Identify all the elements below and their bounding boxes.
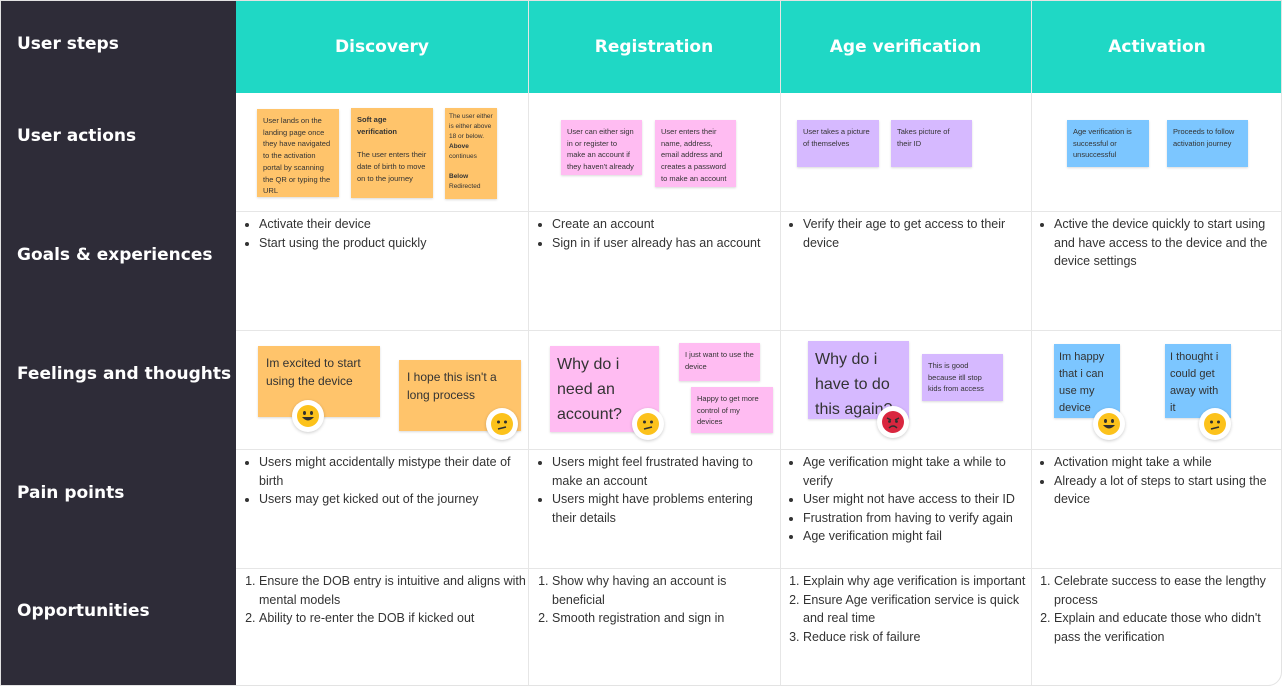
pain-age: Age verification might take a while to v… xyxy=(785,453,1029,567)
confused-face-icon xyxy=(1199,408,1231,440)
list-item: Users might accidentally mistype their d… xyxy=(259,453,526,490)
sticky-note[interactable]: Takes picture of their ID xyxy=(891,120,972,167)
divider xyxy=(236,211,1281,212)
column-activation: Activation xyxy=(1108,37,1206,57)
column-header-bar xyxy=(236,1,1281,93)
divider xyxy=(528,1,529,685)
sticky-note[interactable]: User takes a picture of themselves xyxy=(797,120,879,167)
list-item: Explain why age verification is importan… xyxy=(803,572,1029,591)
opportunities-discovery: Ensure the DOB entry is intuitive and al… xyxy=(241,572,526,685)
sticky-note[interactable]: User lands on the landing page once they… xyxy=(257,109,339,197)
list-item: Reduce risk of failure xyxy=(803,628,1029,647)
note-text: continues xyxy=(449,153,477,160)
goals-discovery: Activate their device Start using the pr… xyxy=(241,215,526,329)
opportunities-age: Explain why age verification is importan… xyxy=(785,572,1029,685)
sticky-note[interactable]: Why do i need an account? xyxy=(550,346,659,432)
list-item: Users might have problems entering their… xyxy=(552,490,778,527)
list-item: Age verification might fail xyxy=(803,527,1029,546)
list-item: Users may get kicked out of the journey xyxy=(259,490,526,509)
opportunities-registration: Show why having an account is beneficial… xyxy=(534,572,778,685)
list-item: Start using the product quickly xyxy=(259,234,526,253)
angry-face-icon xyxy=(877,406,909,438)
row-label-user-actions: User actions xyxy=(17,126,137,146)
confused-face-icon xyxy=(486,408,518,440)
sticky-note[interactable]: I thought i could get away with it xyxy=(1165,344,1231,418)
list-item: Create an account xyxy=(552,215,778,234)
pain-registration: Users might feel frustrated having to ma… xyxy=(534,453,778,567)
note-title: Soft age verification xyxy=(357,115,398,136)
note-body: The user enters their date of birth to m… xyxy=(357,150,427,183)
column-age-verification: Age verification xyxy=(829,37,982,57)
row-label-opportunities: Opportunities xyxy=(17,601,150,621)
list-item: Verify their age to get access to their … xyxy=(803,215,1029,252)
happy-face-icon xyxy=(1093,408,1125,440)
divider xyxy=(1031,1,1032,685)
sticky-note[interactable]: Im happy that i can use my device xyxy=(1054,344,1120,418)
row-label-goals: Goals & experiences xyxy=(17,245,213,265)
goals-age: Verify their age to get access to their … xyxy=(785,215,1029,329)
column-discovery: Discovery xyxy=(335,37,429,57)
note-label: Above xyxy=(449,143,469,150)
sticky-note[interactable]: The user either is either above 18 or be… xyxy=(445,108,497,199)
sticky-note[interactable]: User can either sign in or register to m… xyxy=(561,120,642,175)
confused-face-icon xyxy=(632,408,664,440)
sticky-note[interactable]: Age verification is successful or unsucc… xyxy=(1067,120,1149,167)
list-item: Ensure Age verification service is quick… xyxy=(803,591,1029,628)
row-label-feelings: Feelings and thoughts xyxy=(17,364,232,384)
note-text: The user either is either above 18 or be… xyxy=(449,113,493,140)
list-item: User might not have access to their ID xyxy=(803,490,1029,509)
pain-activation: Activation might take a while Already a … xyxy=(1036,453,1281,567)
opportunities-activation: Celebrate success to ease the lengthy pr… xyxy=(1036,572,1281,685)
happy-face-icon xyxy=(292,400,324,432)
row-label-user-steps: User steps xyxy=(17,34,119,54)
sticky-note[interactable]: Happy to get more control of my devices xyxy=(691,387,773,433)
list-item: Frustration from having to verify again xyxy=(803,509,1029,528)
sticky-note[interactable]: User enters their name, address, email a… xyxy=(655,120,736,187)
list-item: Ensure the DOB entry is intuitive and al… xyxy=(259,572,526,609)
sticky-note[interactable]: Soft age verification The user enters th… xyxy=(351,108,433,198)
sticky-note[interactable]: I just want to use the device xyxy=(679,343,760,381)
divider xyxy=(236,568,1281,569)
goals-registration: Create an account Sign in if user alread… xyxy=(534,215,778,329)
list-item: Ability to re-enter the DOB if kicked ou… xyxy=(259,609,526,628)
list-item: Already a lot of steps to start using th… xyxy=(1054,472,1281,509)
divider xyxy=(780,1,781,685)
list-item: Age verification might take a while to v… xyxy=(803,453,1029,490)
sticky-note[interactable]: Im excited to start using the device xyxy=(258,346,380,417)
list-item: Users might feel frustrated having to ma… xyxy=(552,453,778,490)
row-label-pain-points: Pain points xyxy=(17,483,125,503)
list-item: Active the device quickly to start using… xyxy=(1054,215,1281,271)
goals-activation: Active the device quickly to start using… xyxy=(1036,215,1281,329)
list-item: Activation might take a while xyxy=(1054,453,1281,472)
row-labels-sidebar: User steps User actions Goals & experien… xyxy=(1,1,236,685)
list-item: Activate their device xyxy=(259,215,526,234)
sticky-note[interactable]: This is good because itll stop kids from… xyxy=(922,354,1003,401)
pain-discovery: Users might accidentally mistype their d… xyxy=(241,453,526,567)
list-item: Explain and educate those who didn't pas… xyxy=(1054,609,1281,646)
sticky-note[interactable]: Proceeds to follow activation journey xyxy=(1167,120,1248,167)
divider xyxy=(236,330,1281,331)
note-label: Below xyxy=(449,173,469,180)
divider xyxy=(236,449,1281,450)
list-item: Sign in if user already has an account xyxy=(552,234,778,253)
list-item: Show why having an account is beneficial xyxy=(552,572,778,609)
note-text: Redirected xyxy=(449,183,481,190)
column-registration: Registration xyxy=(594,37,714,57)
list-item: Smooth registration and sign in xyxy=(552,609,778,628)
list-item: Celebrate success to ease the lengthy pr… xyxy=(1054,572,1281,609)
